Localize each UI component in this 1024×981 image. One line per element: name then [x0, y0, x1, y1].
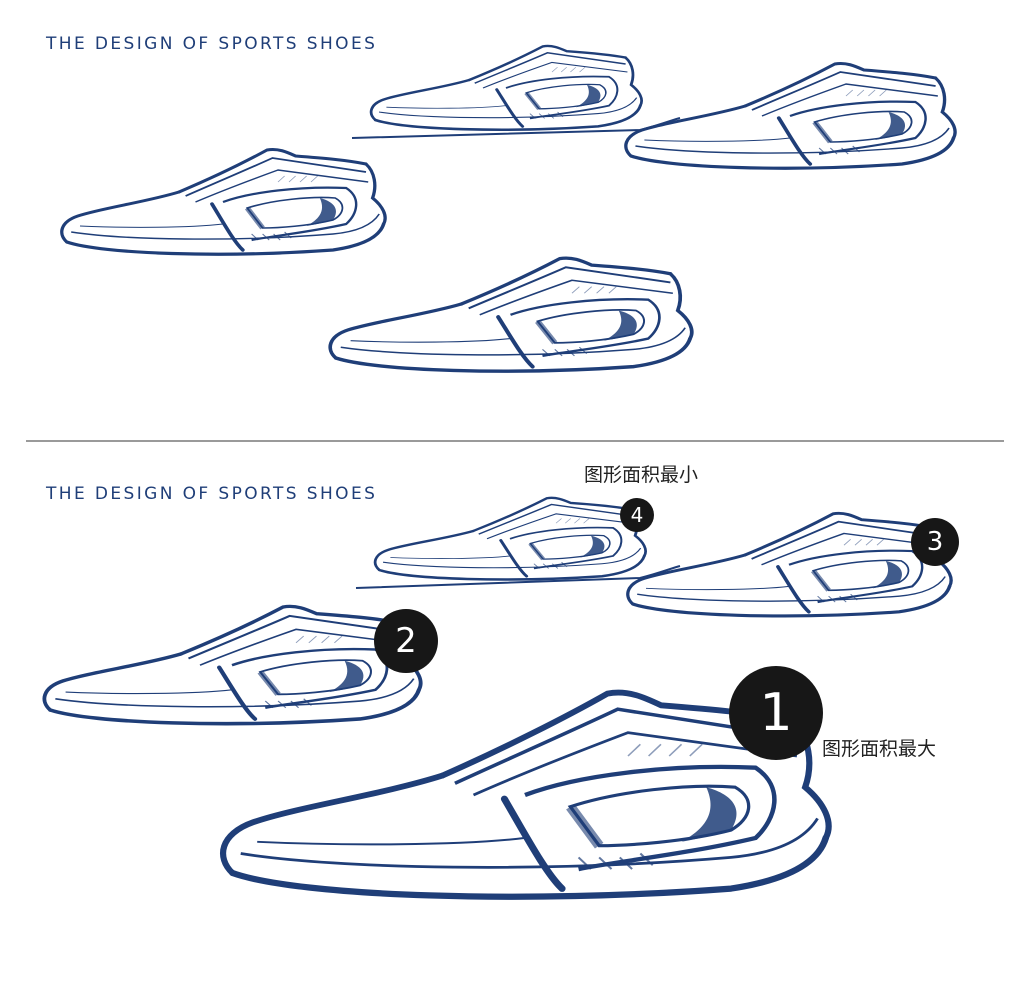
badge-2: 2 — [374, 609, 438, 673]
note-largest-area: 图形面积最大 — [822, 738, 937, 760]
shoe-sketches-bottom — [0, 442, 1024, 981]
shoe-sketch-top-right — [626, 63, 955, 168]
panel-divider — [26, 440, 1004, 442]
shoe-sketch-top-middle — [371, 46, 641, 130]
badge-1: 1 — [729, 666, 823, 760]
panel-title: THE DESIGN OF SPORTS SHOES — [46, 34, 378, 54]
badge-3: 3 — [911, 518, 959, 566]
badge-4: 4 — [620, 498, 654, 532]
shoe-shadow-line — [355, 565, 681, 589]
shoe-sketch-center — [330, 258, 692, 371]
shoe-sketch-2 — [44, 606, 420, 723]
shoe-sketch-3 — [628, 513, 951, 616]
panel-title: THE DESIGN OF SPORTS SHOES — [46, 484, 378, 504]
shoe-sketch-4 — [375, 498, 645, 580]
bottom-panel: THE DESIGN OF SPORTS SHOES 4 3 2 1 图形面积最… — [0, 442, 1024, 981]
shoe-sketch-left — [62, 149, 385, 254]
note-smallest-area: 图形面积最小 — [584, 464, 699, 486]
shoe-sketches-top — [0, 0, 1024, 440]
top-panel: THE DESIGN OF SPORTS SHOES — [0, 0, 1024, 440]
